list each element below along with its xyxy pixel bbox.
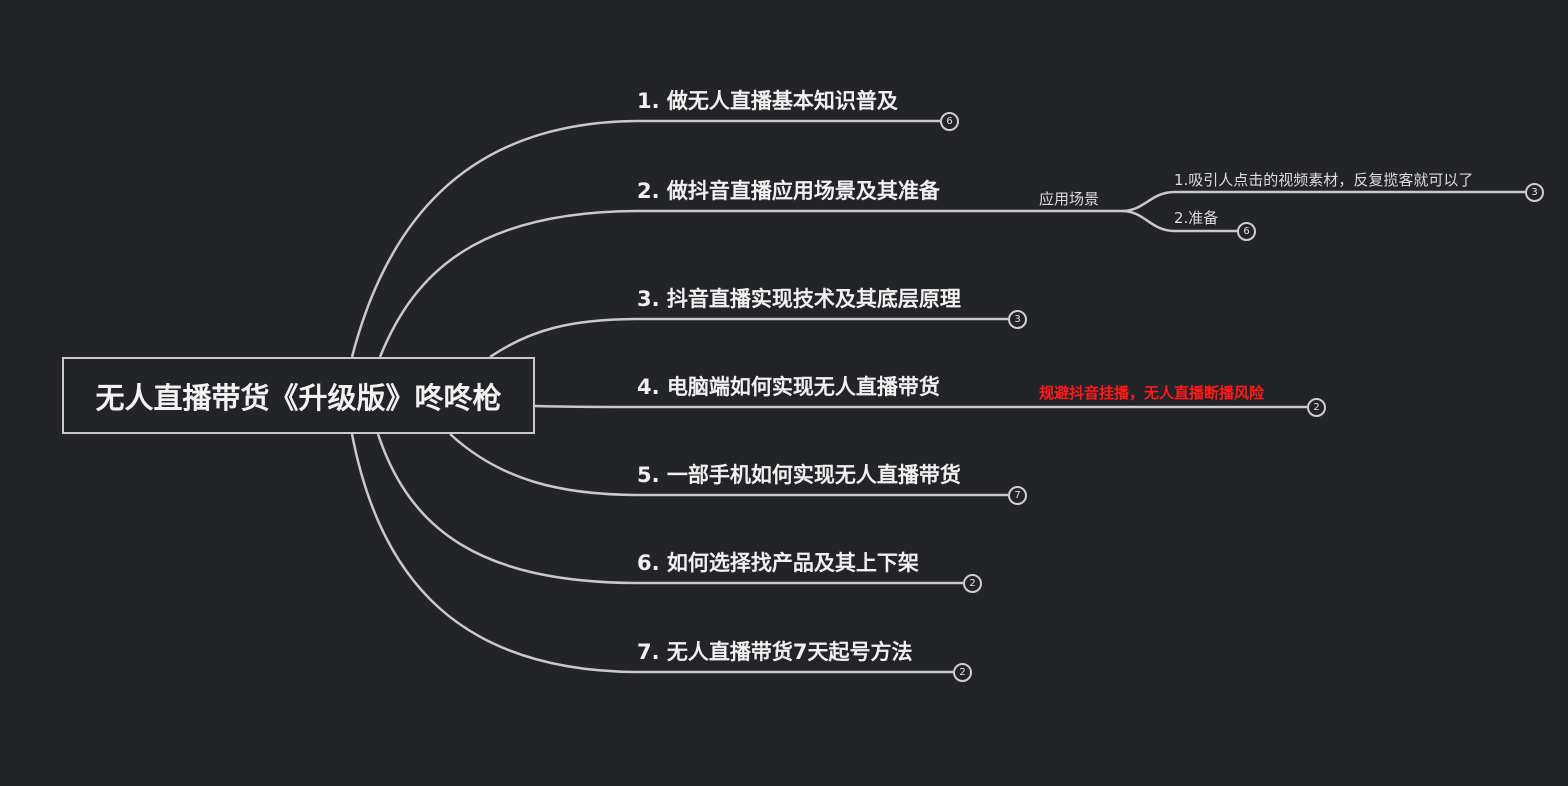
topic-6-label[interactable]: 6. 如何选择找产品及其上下架: [637, 551, 919, 575]
connector-topic-5: [449, 433, 1008, 497]
topic-1-label[interactable]: 1. 做无人直播基本知识普及: [637, 89, 898, 113]
subtopic-video-material-count-badge[interactable]: 3: [1525, 183, 1544, 202]
subtopic-application-scenario[interactable]: 应用场景: [1039, 190, 1100, 208]
connector-topic-4: [534, 404, 1307, 409]
subtopic-avoid-risk[interactable]: 规避抖音挂播，无人直播断播风险: [1039, 384, 1265, 402]
topic-2-label[interactable]: 2. 做抖音直播应用场景及其准备: [637, 179, 940, 203]
connector-sub-1: [1121, 190, 1525, 213]
connector-topic-3: [489, 317, 1008, 359]
connector-sub-2: [1121, 209, 1237, 233]
topic-6-count-badge[interactable]: 2: [963, 574, 982, 593]
connector-topic-2: [378, 209, 1122, 358]
connector-topic-7: [350, 433, 953, 674]
topic-4-label[interactable]: 4. 电脑端如何实现无人直播带货: [637, 375, 940, 399]
subtopic-video-material[interactable]: 1.吸引人点击的视频素材，反复揽客就可以了: [1174, 171, 1474, 189]
root-topic[interactable]: 无人直播带货《升级版》咚咚枪: [62, 357, 535, 434]
subtopic-avoid-risk-count-badge[interactable]: 2: [1307, 398, 1326, 417]
connector-topic-1: [350, 119, 940, 358]
topic-3-label[interactable]: 3. 抖音直播实现技术及其底层原理: [637, 287, 961, 311]
topic-3-count-badge[interactable]: 3: [1008, 310, 1027, 329]
connector-topic-6: [376, 433, 963, 585]
topic-7-count-badge[interactable]: 2: [953, 663, 972, 682]
topic-5-count-badge[interactable]: 7: [1008, 486, 1027, 505]
topic-7-label[interactable]: 7. 无人直播带货7天起号方法: [637, 640, 913, 664]
subtopic-preparation[interactable]: 2.准备: [1174, 209, 1219, 227]
topic-1-count-badge[interactable]: 6: [940, 112, 959, 131]
subtopic-preparation-count-badge[interactable]: 6: [1237, 222, 1256, 241]
topic-5-label[interactable]: 5. 一部手机如何实现无人直播带货: [637, 463, 961, 487]
